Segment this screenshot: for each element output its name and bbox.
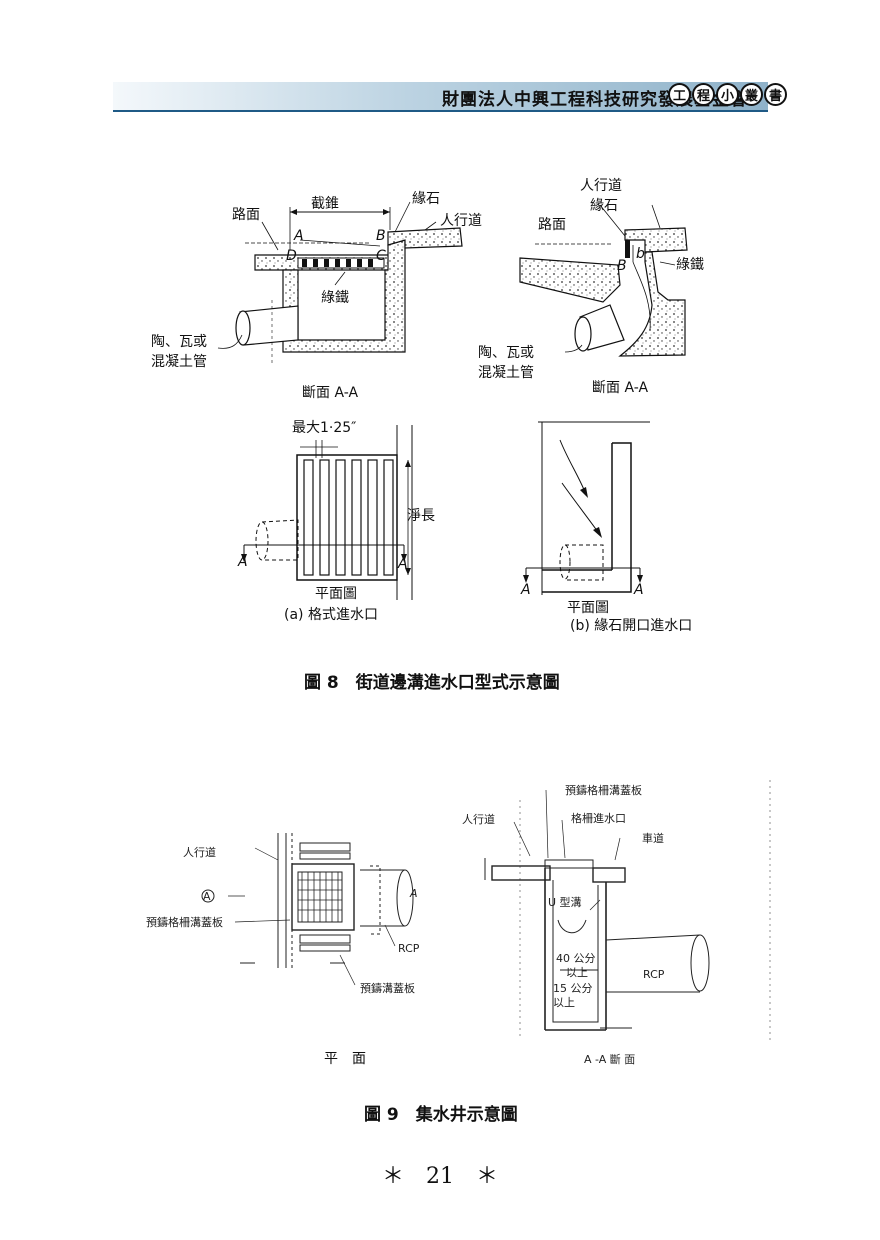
point-b: B (376, 228, 386, 244)
badge: 書 (764, 83, 787, 106)
pipe-label-1: 陶、瓦或 (151, 334, 207, 350)
fig8a-plan-title: 平面圖 (315, 586, 357, 602)
fig8a-section (217, 201, 463, 365)
pipe-label-b2: 混凝土管 (478, 365, 534, 381)
grate-label-b: 綠鐵 (676, 256, 704, 273)
fig9-caption: 圖 9 集水井示意圖 (364, 1105, 518, 1125)
fig9-s-d15: 15 公分 (553, 982, 593, 995)
fig9-section-title: A -A 斷 面 (584, 1053, 635, 1066)
curb-label: 緣石 (412, 191, 440, 207)
badge: 叢 (740, 83, 763, 106)
grate-bars (302, 259, 373, 267)
badge: 工 (668, 83, 691, 106)
point-a: A (293, 228, 304, 244)
fig8b-caption: (b) 緣石開口進水口 (570, 618, 692, 634)
header-rule (113, 110, 768, 112)
series-badges: 工 程 小 叢 書 (668, 83, 787, 106)
dim-b: b (636, 246, 645, 262)
badge: 小 (716, 83, 739, 106)
curb-label-b: 緣石 (590, 198, 618, 214)
fig9-s-grate-cover: 預鑄格柵溝蓋板 (565, 783, 642, 797)
fig8b-plan (523, 421, 650, 595)
grate-label: 綠鐵 (321, 289, 349, 306)
badge: 程 (692, 83, 715, 106)
fig8a-plan (241, 425, 413, 600)
fig9-plan (201, 833, 414, 986)
fig9-s-uditch: U 型溝 (548, 895, 582, 909)
width-label: 截錐 (311, 196, 339, 212)
plan-a-left: A (237, 554, 248, 570)
sidewalk-slab-b (624, 227, 688, 253)
page-number: ＊ 21 ＊ (382, 1164, 498, 1189)
clear-length-label: 淨長 (407, 508, 435, 524)
header-bar (113, 82, 768, 110)
fig9-sidewalk: 人行道 (183, 845, 216, 859)
plan-b-left: A (520, 582, 531, 598)
fig8b-plan-title: 平面圖 (567, 600, 609, 616)
road-label-b: 路面 (538, 217, 566, 233)
point-d: D (286, 248, 297, 264)
fig8b-section (519, 204, 688, 357)
pipe-label-2: 混凝土管 (151, 354, 207, 370)
pipe-label-b1: 陶、瓦或 (478, 345, 534, 361)
road-label: 路面 (232, 207, 260, 223)
fig9-s-d40b: 以上 (566, 966, 588, 979)
fig9-s-sidewalk: 人行道 (462, 812, 495, 826)
fig9-rcp: RCP (398, 942, 420, 955)
point-b-b: B (617, 258, 627, 274)
fig9-a-marker: A (203, 890, 211, 903)
fig9-plan-title: 平 面 (324, 1051, 366, 1067)
fig8a-caption: (a) 格式進水口 (284, 607, 378, 623)
point-c: C (376, 248, 386, 264)
max-label: 最大1·25″ (292, 420, 356, 436)
fig9-cover: 預鑄溝蓋板 (360, 981, 415, 995)
fig9-s-d40: 40 公分 (556, 952, 596, 965)
basin-wall-b (618, 251, 686, 357)
road-slab-b (519, 257, 621, 303)
fig9-s-d15b: 以上 (553, 996, 575, 1009)
plan-b-right: A (633, 582, 644, 598)
sidewalk-label: 人行道 (440, 213, 482, 229)
fig8a-section-title: 斷面 A-A (302, 385, 358, 401)
fig9-s-rcp: RCP (643, 968, 665, 981)
fig9-s-inlet: 格柵進水口 (571, 811, 626, 825)
fig9-a-right: A (409, 887, 418, 900)
fig9-s-road: 車道 (642, 831, 664, 845)
plan-a-right: A (397, 556, 408, 572)
fig8-caption: 圖 8 街道邊溝進水口型式示意圖 (304, 673, 560, 693)
fig9-grate-cover: 預鑄格柵溝蓋板 (146, 915, 223, 929)
fig8b-section-title: 斷面 A-A (592, 380, 648, 396)
grate-slots (303, 459, 394, 576)
sidewalk-slab (387, 227, 463, 249)
fig9-section (484, 780, 771, 1040)
sidewalk-label-b: 人行道 (580, 178, 622, 194)
